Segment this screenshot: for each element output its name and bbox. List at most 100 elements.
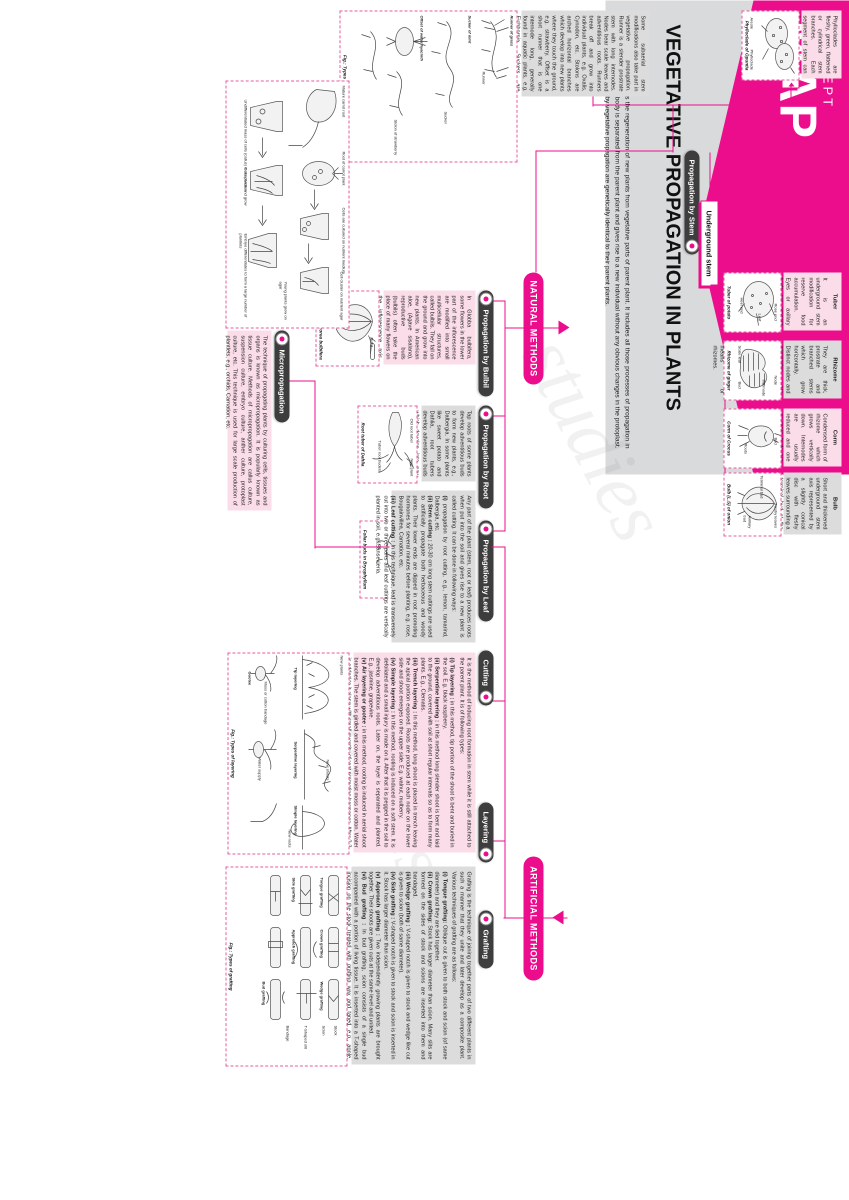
node-bullet-icon xyxy=(479,522,492,535)
tab-label: Underground stem xyxy=(704,209,714,277)
figure-label: Bulbil xyxy=(369,337,374,347)
node-propagation-by-stem[interactable]: Propagation by Stem xyxy=(684,150,699,254)
connector xyxy=(535,150,673,152)
figure-label: Cells divide and grow xyxy=(243,167,248,206)
tuber-title: Tuber xyxy=(831,293,837,309)
node-label: Layering xyxy=(481,811,490,843)
panel-grafting-text: Grafting is the technique of joining tog… xyxy=(338,866,475,1064)
layering-intro: It is the method of inducing root format… xyxy=(457,657,471,847)
figure-label: Water supply xyxy=(257,757,262,781)
layering-item: (i) Tip layering : in this method, tip p… xyxy=(440,657,455,847)
figure-corm: Bud Roots Corm of Crocus xyxy=(723,408,781,468)
figure-label: Bandage xyxy=(285,1025,290,1042)
node-cutting[interactable]: Cutting xyxy=(478,650,493,705)
figure-tuber: Rose end Leaf Heel end Tuber of potato xyxy=(723,272,781,332)
panel-bulb-text: Bulb Short and thickened underground ste… xyxy=(748,472,841,534)
corm-title: Corm xyxy=(831,429,837,445)
item-term: Serpentine layering : xyxy=(433,665,440,722)
root-tuber-drawing xyxy=(371,411,414,473)
node-bullet-icon xyxy=(479,846,492,860)
figure-label: Phylloclade xyxy=(749,49,754,70)
item-term: Tip layering : xyxy=(448,663,455,699)
figure-phylloclade: Phylloclade Areole Phylloclade of Opunti… xyxy=(741,10,799,80)
item-num: (iv) xyxy=(389,657,396,666)
figure-label: Bud grafting xyxy=(261,981,266,1005)
tab-underground-stem[interactable]: Underground stem xyxy=(700,200,718,286)
node-label: Micropropagation xyxy=(277,349,286,414)
figure-label: Cells are cultured on nutrient medium xyxy=(341,207,346,274)
figure-label: New plants xyxy=(339,655,344,675)
grafting-item: (iv) Side grafting : V-shaped notch is g… xyxy=(381,871,396,1059)
item-term: Wedge grafting : xyxy=(404,881,410,926)
figure-label: Crown grafting xyxy=(319,929,324,958)
item-text: propagation by root cutting, e.g., lemon… xyxy=(433,495,447,637)
item-term: Side grafting : xyxy=(389,880,396,919)
natural-methods-banner: NATURAL METHODS xyxy=(523,272,543,384)
figure-label: Young plants grow on agar xyxy=(278,281,288,320)
figure-label: Side grafting xyxy=(291,877,296,902)
grafting-item: (i) Tongue grafting: Oblique cut is give… xyxy=(432,871,447,1059)
figure-label: Root of carrot plant xyxy=(341,151,346,186)
connector xyxy=(287,380,315,382)
figure-subaerial: Runner of grass Runner Sucker of mint Su… xyxy=(339,10,517,162)
rhizome-title: Rhizome xyxy=(831,356,837,382)
grafting-item: (iii) Wedge grafting : V-shaped notch is… xyxy=(395,871,410,1059)
figure-layering: Tip layering Serpentine layering Simple … xyxy=(227,652,349,854)
connector xyxy=(503,546,505,918)
connector xyxy=(491,546,505,548)
item-num: (ii) xyxy=(426,495,433,502)
item-num: (iii) xyxy=(411,657,418,666)
node-propagation-by-bulbil[interactable]: Propagation by Bulbil xyxy=(478,290,493,397)
node-bullet-icon xyxy=(479,292,492,305)
panel-root-text: Tap roots of some plants develop adventi… xyxy=(406,405,475,481)
connector xyxy=(503,917,523,919)
figure-label: Tip layering xyxy=(293,667,298,690)
layering-item: (ii) Serpentine layering : in this metho… xyxy=(417,657,440,847)
figure-label: Runner of grass xyxy=(509,15,514,46)
figure-label: Simple layering xyxy=(293,805,298,835)
node-micropropagation[interactable]: Micropropagation xyxy=(274,330,289,423)
layering-drawing xyxy=(248,654,331,849)
grafting-drawing xyxy=(265,874,339,1020)
node-label: Propagation by Stem xyxy=(687,159,696,235)
item-term: Approach grafting : xyxy=(374,880,381,936)
item-term: Leaf cutting : xyxy=(389,505,396,542)
node-bullet-icon xyxy=(275,332,288,345)
node-layering[interactable]: Layering xyxy=(478,802,493,862)
item-term: Bud grafting : xyxy=(359,883,366,925)
grafting-item: (v) Approach grafting : Two independentl… xyxy=(366,871,381,1059)
figure-label: Bud xyxy=(737,381,742,389)
figure-bulb: Fleshy leaves Terminal bud Axillary bud … xyxy=(723,472,781,536)
panel-bulbil-text: In Globba bulbifera, some flowers in the… xyxy=(347,290,475,364)
grafting-item: (ii) Crown grafting: Stock has larger di… xyxy=(410,871,432,1059)
connector xyxy=(593,104,673,106)
figure-label: New plant xyxy=(409,458,414,476)
phylloclade-drawing xyxy=(760,17,795,74)
node-propagation-by-leaf[interactable]: Propagation by Leaf xyxy=(478,520,493,621)
arrow-up xyxy=(558,320,569,334)
panel-rhizome-text: Rhizome They are thick, prostrate and br… xyxy=(711,340,841,398)
figure-label: Sucker xyxy=(443,111,448,124)
node-label: Propagation by Root xyxy=(481,424,490,499)
node-grafting[interactable]: Grafting xyxy=(478,910,493,968)
panel-cutting-text: Any part of the plant (stem, root or lea… xyxy=(375,490,475,642)
connector xyxy=(671,104,673,152)
figure-label: Embryo differentiates to form a large nu… xyxy=(238,233,248,317)
rhizome-drawing xyxy=(739,348,767,388)
figure-label: Fleshy leaves xyxy=(773,503,778,528)
figure-label: Mature carrot root xyxy=(341,85,346,117)
item-num: (iii) xyxy=(389,495,396,504)
connector xyxy=(534,150,536,272)
figure-root-tuber: Old root tuber New plant Tuber root bude… xyxy=(357,405,417,483)
figure-label: Serpentine layering xyxy=(293,741,298,779)
figure-caption: Tuber of potato xyxy=(726,285,731,319)
panel-micro-text: The technique of propagating plants by c… xyxy=(224,330,271,510)
connector xyxy=(708,152,710,200)
figure-label: Internode xyxy=(761,379,766,396)
figure-caption: Corm of Crocus xyxy=(726,420,731,456)
item-num: (v) xyxy=(359,657,366,664)
node-propagation-by-root[interactable]: Propagation by Root xyxy=(478,405,493,508)
figure-label: Offset of water hyacinth xyxy=(419,15,424,61)
bulb-title: Bulb xyxy=(831,496,837,510)
micro-text: The technique of propagating plants by c… xyxy=(224,335,267,505)
